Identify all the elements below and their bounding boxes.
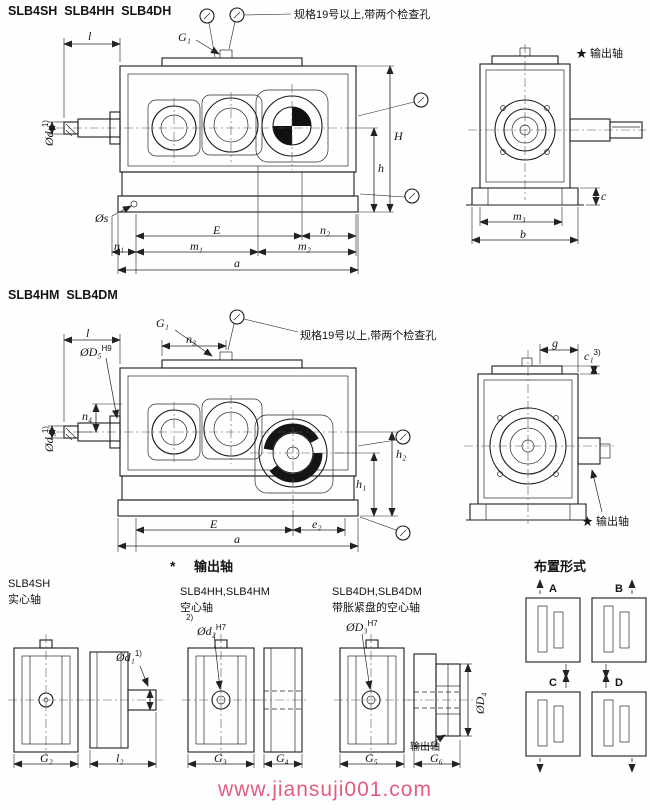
dim-n4-mid: n₄ bbox=[82, 409, 93, 423]
fig3-title: SLB4DH,SLB4DM bbox=[332, 586, 422, 598]
section-title-top: SLB4SH SLB4HH SLB4DH bbox=[8, 4, 172, 18]
dim-c-top: c bbox=[601, 189, 607, 203]
fig1-drawing bbox=[8, 634, 164, 768]
callout-icon bbox=[227, 309, 299, 351]
dim-G1-top: G₁ bbox=[178, 30, 191, 44]
dim-m3-top: m₃ bbox=[513, 209, 526, 223]
dim-h2-mid: h₂ bbox=[396, 447, 407, 461]
dim-E-top: E bbox=[213, 223, 221, 237]
dim-n2-top: n₂ bbox=[320, 223, 331, 237]
fig1-dim-G2: G₂ bbox=[40, 751, 53, 765]
top-side-view bbox=[56, 49, 359, 213]
arrangement-title: 布置形式 bbox=[534, 559, 587, 574]
fig3-drawing bbox=[334, 633, 474, 768]
inspection-note-mid: 规格19号以上,带两个检查孔 bbox=[300, 330, 437, 342]
fig3-dim-G6: G₆ bbox=[430, 751, 443, 765]
dim-m2-top: m₂ bbox=[298, 239, 311, 253]
fig1-title: SLB4SH bbox=[8, 578, 51, 590]
dim-a-top: a bbox=[234, 256, 240, 270]
top-callouts bbox=[199, 7, 429, 204]
arrangement-C: C bbox=[549, 677, 557, 689]
fig1-subtitle: 实心轴 bbox=[8, 594, 41, 606]
fig3-dim-G5: G₅ bbox=[365, 751, 378, 765]
callout-icon bbox=[199, 8, 216, 58]
fig3-dim-D3: ØD₃H7 bbox=[346, 619, 378, 634]
fig2-title: SLB4HH,SLB4HM bbox=[180, 586, 270, 598]
dim-c1-mid: c₁3) bbox=[584, 348, 601, 363]
dim-a-mid: a bbox=[234, 532, 240, 546]
fig1-dim-l2: l₂ bbox=[116, 751, 124, 765]
callout-icon bbox=[357, 429, 411, 447]
top-dimensions bbox=[48, 38, 394, 274]
dim-d1-mid: Ød₁1) bbox=[41, 426, 56, 452]
output-shaft-label-top: ★ 输出轴 bbox=[576, 48, 624, 60]
fig3-dim-D4: ØD₄ bbox=[473, 692, 487, 714]
fig2-subtitle: 空心轴 bbox=[180, 602, 213, 614]
dim-e2-mid: e₂ bbox=[312, 517, 322, 531]
mid-dimensions bbox=[48, 329, 398, 552]
dim-H-top: H bbox=[394, 129, 403, 143]
callout-icon bbox=[228, 7, 292, 50]
mid-end-dimensions bbox=[539, 344, 603, 513]
dim-h1-mid: h₁ bbox=[356, 477, 367, 491]
dim-h-top: h bbox=[378, 161, 384, 175]
dim-G1-mid: G₁ bbox=[156, 316, 169, 330]
top-end-dimensions bbox=[471, 187, 600, 244]
arrangement-diagrams bbox=[525, 579, 647, 773]
mid-callouts bbox=[227, 309, 411, 541]
section-title-mid: SLB4HM SLB4DM bbox=[8, 288, 118, 302]
dim-b-top: b bbox=[520, 227, 526, 241]
dim-l-top: l bbox=[88, 29, 92, 43]
dim-s-top: Øs bbox=[95, 211, 109, 225]
dim-d1-top: Ød₁1) bbox=[41, 120, 56, 146]
arrangement-B: B bbox=[615, 583, 623, 595]
dim-l-mid: l bbox=[86, 326, 90, 340]
arrangement-D: D bbox=[615, 677, 623, 689]
top-end-view bbox=[466, 44, 646, 206]
dim-n1-top: n₁ bbox=[114, 239, 125, 253]
fig3-subtitle: 带胀紧盘的空心轴 bbox=[332, 602, 420, 614]
callout-icon bbox=[359, 516, 411, 541]
fig1-dim-d1: Ød₁1) bbox=[116, 649, 142, 664]
fig2-dim-G4: G₄ bbox=[276, 751, 289, 765]
arrangement-A: A bbox=[549, 583, 557, 595]
mid-side-view bbox=[56, 351, 359, 517]
callout-icon bbox=[357, 92, 429, 117]
fig2-dim-d2: Ød₂H7 bbox=[197, 623, 227, 638]
dim-n3-mid: n₃ bbox=[186, 332, 197, 346]
dim-g-mid: g bbox=[552, 336, 558, 350]
output-shaft-heading: 输出轴 bbox=[194, 559, 234, 574]
dim-E-mid: E bbox=[210, 517, 218, 531]
mid-end-view bbox=[464, 350, 614, 524]
inspection-note-top: 规格19号以上,带两个检查孔 bbox=[294, 9, 431, 21]
dim-m1-top: m₁ bbox=[190, 239, 203, 253]
fig2-dim-d2-note: 2) bbox=[186, 613, 194, 622]
callout-icon bbox=[359, 188, 420, 204]
fig3-output-label: 输出轴 bbox=[410, 742, 440, 753]
output-shaft-heading-star: * bbox=[170, 558, 176, 574]
dim-D5-mid: ØD₅H9 bbox=[80, 344, 112, 359]
fig2-drawing bbox=[182, 633, 308, 768]
watermark-text: www.jiansuji001.com bbox=[218, 778, 432, 801]
fig2-dim-G3: G₃ bbox=[214, 751, 227, 765]
output-shaft-label-mid: ★ 输出轴 bbox=[582, 516, 630, 528]
